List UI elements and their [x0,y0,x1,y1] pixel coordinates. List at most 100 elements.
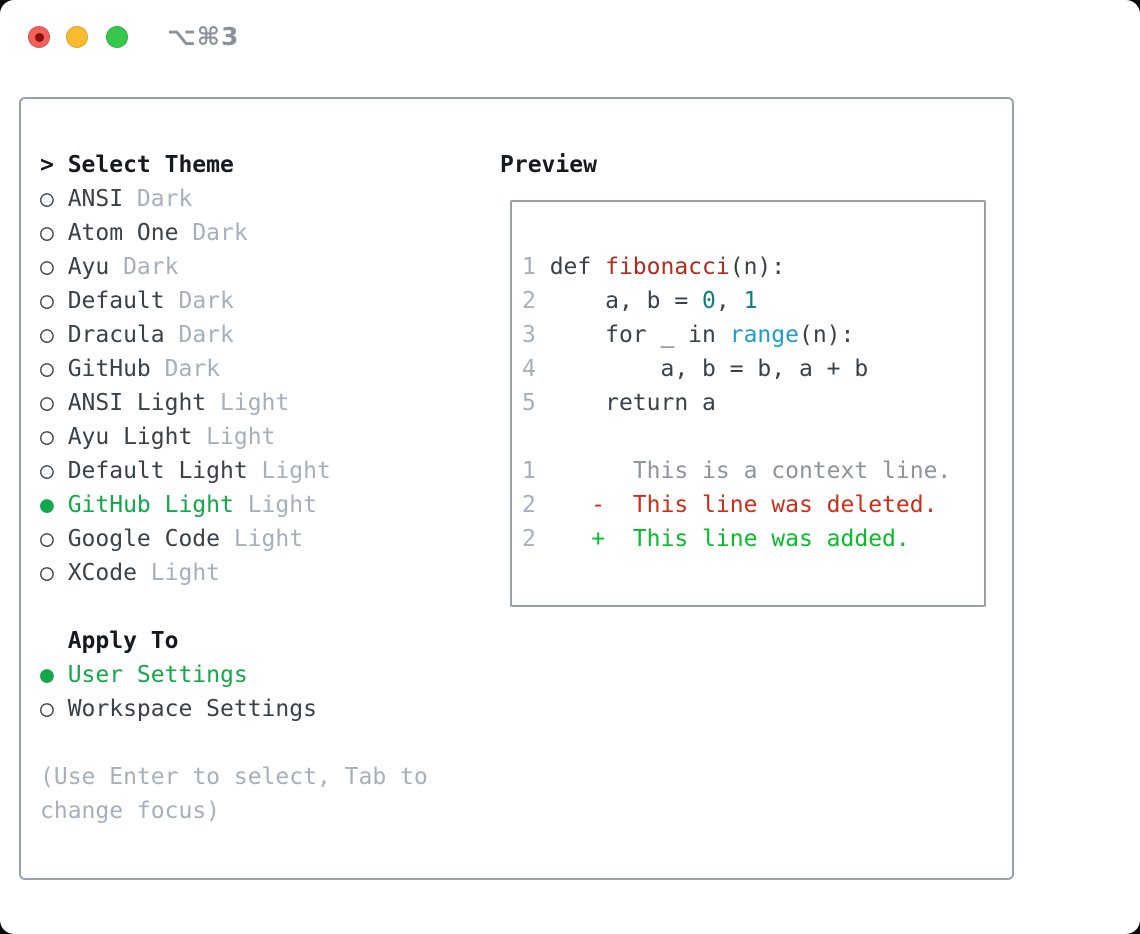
option-label: User Settings [67,662,248,688]
hint-line: change focus) [40,798,221,824]
token-ln: 1 [522,458,550,484]
option-label: Default [67,288,165,314]
theme-variant: Light [220,390,290,416]
preview-header: Preview [500,152,597,178]
token-code: (n): [798,322,855,348]
zoom-button[interactable] [106,26,128,48]
theme-variant: Light [206,424,276,450]
theme-option-ayu[interactable]: ○ Ayu Dark [40,250,428,284]
token-code: for _ in [549,322,730,348]
option-label: Atom One [67,220,179,246]
token-ln: 1 [522,254,550,280]
code-line: 4 a, b = b, a + b [522,352,984,386]
close-button[interactable] [28,26,50,48]
option-label: GitHub [67,356,151,382]
token-removed: - This line was deleted. [591,492,938,518]
theme-option-ansi-light[interactable]: ○ ANSI Light Light [40,386,428,420]
theme-variant: Light [247,492,317,518]
keyboard-shortcut-label: ⌥⌘3 [167,22,240,51]
option-label: Dracula [67,322,165,348]
option-label: Ayu Light [67,424,193,450]
option-label: GitHub Light [67,492,234,518]
theme-option-ayu-light[interactable]: ○ Ayu Light Light [40,420,428,454]
option-label: ANSI [67,186,124,212]
option-label: Workspace Settings [67,696,317,722]
radio-icon: ○ [40,560,54,586]
theme-variant: Dark [192,220,248,246]
token-code: a, b = b, a + b [549,356,869,382]
token-builtin: range [729,322,799,348]
theme-option-dracula[interactable]: ○ Dracula Dark [40,318,428,352]
option-label: Default Light [67,458,248,484]
token-ln: 2 [522,492,550,518]
token-context: This is a context line. [549,458,952,484]
token-num: 0 [702,288,716,314]
option-label: Google Code [67,526,221,552]
theme-variant: Light [261,458,331,484]
token-added: + This line was added. [591,526,910,552]
radio-icon: ○ [40,390,54,416]
spacer [40,726,428,760]
apply-to-header: Apply To [67,628,179,654]
token-code: , [715,288,744,314]
theme-variant: Dark [123,254,179,280]
code-line: 5 return a [522,386,984,420]
theme-option-ansi[interactable]: ○ ANSI Dark [40,182,428,216]
close-dot-icon [34,32,44,42]
code-line: 1 def fibonacci(n): [522,250,984,284]
theme-option-github-light[interactable]: ● GitHub Light Light [40,488,428,522]
apply-to-options: ●User Settings ○ Workspace Settings [40,658,428,726]
radio-selected-icon: ● [40,492,54,518]
apply-option-user-settings[interactable]: ●User Settings [40,658,428,692]
token-code: return a [549,390,716,416]
token-code: (n): [729,254,786,280]
prompt-icon: > [40,152,54,178]
theme-variant: Dark [136,186,193,212]
token-code [550,526,592,552]
code-line: 3 for _ in range(n): [522,318,984,352]
radio-icon: ○ [40,424,54,450]
radio-icon: ○ [40,322,54,348]
hint-line: (Use Enter to select, Tab to [40,764,428,790]
theme-option-atom-one[interactable]: ○ Atom One Dark [40,216,428,250]
theme-variant: Dark [178,288,234,314]
code-line: 2 - This line was deleted. [522,488,984,522]
token-func: fibonacci [605,254,730,280]
spacer [40,590,428,624]
radio-icon: ○ [40,526,54,552]
theme-option-google-code[interactable]: ○ Google Code Light [40,522,428,556]
token-ln: 2 [522,288,550,314]
select-theme-title: Select Theme [67,152,234,178]
code-line [522,420,984,454]
radio-icon: ○ [40,186,54,212]
hint-text: (Use Enter to select, Tab to change focus… [40,760,428,828]
radio-icon: ○ [40,220,54,246]
theme-variant: Dark [178,322,234,348]
token-ln: 3 [522,322,550,348]
option-label: Ayu [67,254,110,280]
token-ln: 4 [522,356,550,382]
code-line: 1 This is a context line. [522,454,984,488]
radio-icon: ○ [40,356,54,382]
token-code [550,492,592,518]
theme-option-default[interactable]: ○ Default Dark [40,284,428,318]
option-label: XCode [67,560,137,586]
apply-option-workspace-settings[interactable]: ○ Workspace Settings [40,692,428,726]
code-line: 2 a, b = 0, 1 [522,284,984,318]
token-code: def [549,254,606,280]
token-ln: 2 [522,526,550,552]
minimize-button[interactable] [66,26,88,48]
option-label: ANSI Light [67,390,207,416]
radio-icon: ○ [40,254,54,280]
theme-variant: Light [233,526,304,552]
radio-icon: ○ [40,288,54,314]
radio-icon: ○ [40,696,54,722]
